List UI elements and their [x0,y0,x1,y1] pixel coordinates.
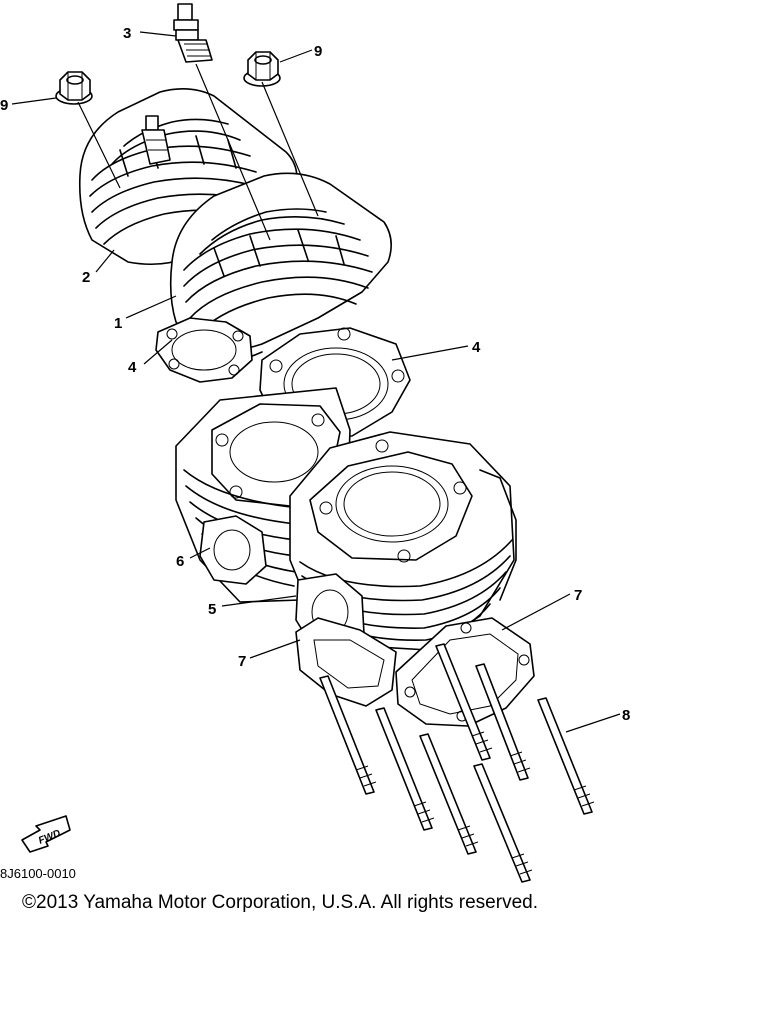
callout-4-left: 4 [128,359,137,376]
manifold-flange-upper [199,515,267,585]
callout-8: 8 [622,707,630,724]
flange-nut-left [55,71,93,105]
callout-7-right: 7 [574,587,582,604]
callout-2: 2 [82,269,90,286]
spark-plug [173,3,213,63]
callout-6: 6 [176,553,184,570]
callout-9-left: 9 [0,97,8,114]
callout-9-right: 9 [314,43,322,60]
leader-lines [11,31,621,733]
forward-arrow-icon: FWD [21,815,71,853]
callout-4-right: 4 [472,339,481,356]
head-gasket-left [155,317,253,383]
callout-3: 3 [123,25,131,42]
diagram-code: 8J6100-0010 [0,866,76,881]
callout-1: 1 [114,315,122,332]
callout-7-left: 7 [238,653,246,670]
copyright-notice: ©2013 Yamaha Motor Corporation, U.S.A. A… [22,892,538,913]
flange-nut-right [243,51,281,87]
cylinder-studs [319,643,595,883]
base-gasket-left [295,617,397,707]
cylinder-head-right [169,172,392,363]
callout-5: 5 [208,601,216,618]
base-gasket-right [395,617,535,727]
